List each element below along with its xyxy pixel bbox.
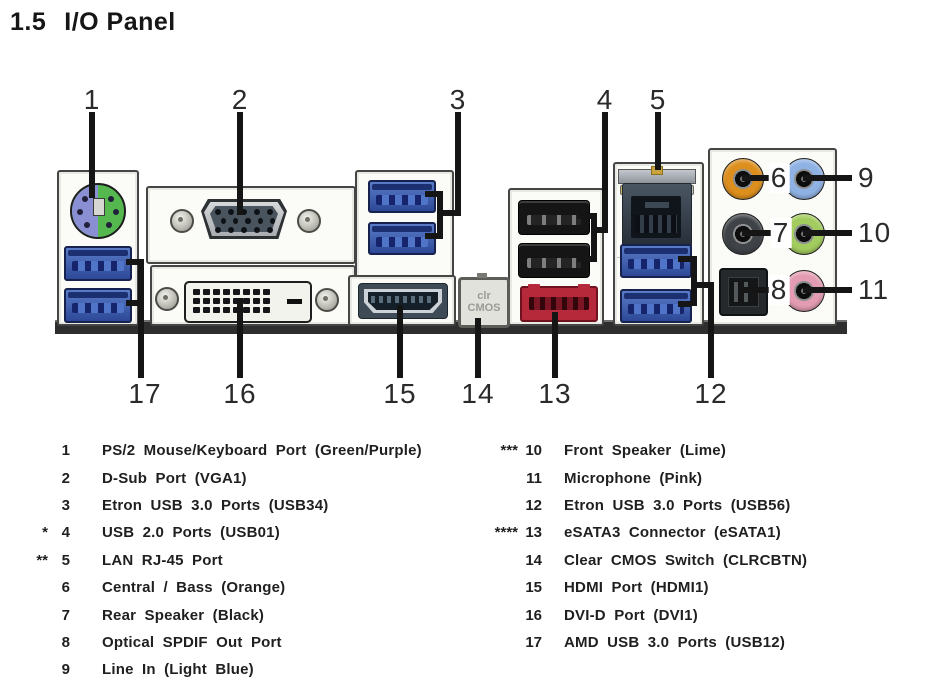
callout-line-5 [655, 112, 661, 170]
page-title: 1.5 I/O Panel [10, 8, 176, 37]
callout-line-10 [803, 230, 852, 236]
dvi-screw-left [155, 287, 179, 311]
callout-line-6 [742, 175, 776, 181]
callout-line-1 [89, 112, 95, 198]
callout-line-3-stub-a [425, 191, 439, 197]
callout-line-3-stub-b [425, 233, 439, 239]
ps2-port [70, 183, 126, 239]
callout-line-4-stub-a [577, 213, 591, 219]
callout-8: 8 [768, 274, 790, 305]
callout-line-3-bracket [437, 191, 443, 239]
callout-line-14 [475, 318, 481, 378]
callout-17: 17 [128, 378, 162, 409]
callout-2: 2 [231, 84, 249, 115]
callout-line-17-stub-b [126, 300, 138, 306]
callout-line-17 [138, 259, 144, 378]
callout-5: 5 [649, 84, 667, 115]
hdmi-port [358, 283, 448, 319]
callout-4: 4 [596, 84, 614, 115]
callout-line-17-stub-a [126, 259, 138, 265]
callout-9: 9 [858, 162, 875, 193]
clr-cmos-label-line2: CMOS [467, 301, 501, 314]
usb3-port-usb34-b [368, 222, 436, 255]
callout-line-3 [455, 112, 461, 216]
callout-14: 14 [461, 378, 495, 409]
usb3-port-usb12-b [64, 288, 132, 323]
ps2-key-slot [93, 198, 105, 216]
callout-1: 1 [83, 84, 101, 115]
callout-13: 13 [538, 378, 572, 409]
dvi-screw-right [315, 288, 339, 312]
callout-7: 7 [770, 217, 792, 248]
callout-line-11 [803, 287, 852, 293]
callout-line-4-stub-b [577, 256, 591, 262]
section-title: I/O Panel [64, 8, 176, 36]
callout-line-12-stub-b [678, 301, 691, 307]
callout-12: 12 [694, 378, 728, 409]
callout-line-4 [602, 112, 608, 233]
callout-line-16 [237, 298, 243, 378]
section-number: 1.5 [10, 8, 47, 36]
callout-3: 3 [449, 84, 467, 115]
dvi-port [184, 281, 312, 323]
callout-line-12-elbow [691, 282, 714, 288]
callout-line-12 [708, 282, 714, 378]
vga-port [201, 199, 287, 239]
callout-line-3-elbow [437, 210, 461, 216]
usb3-port-usb56-b [620, 289, 692, 323]
usb3-port-usb12-a [64, 246, 132, 281]
callout-16: 16 [223, 378, 257, 409]
dvi-blade-slot [287, 299, 302, 304]
callout-line-9 [803, 175, 852, 181]
callout-15: 15 [383, 378, 417, 409]
callout-line-12-stub-a [678, 256, 691, 262]
lan-rj45-port [622, 183, 692, 248]
callout-10: 10 [858, 217, 892, 248]
callout-line-13 [552, 312, 558, 378]
vga-screw-right [297, 209, 321, 233]
vga-pin-grid [213, 206, 276, 233]
callout-line-12-bracket [691, 256, 697, 306]
vga-screw-left [170, 209, 194, 233]
callout-11: 11 [858, 274, 890, 305]
usb3-port-usb34-a [368, 180, 436, 213]
callout-line-8 [741, 287, 776, 293]
callout-line-2 [237, 112, 243, 215]
callout-line-15 [397, 305, 403, 378]
callout-6: 6 [768, 162, 790, 193]
clear-cmos-button: clr CMOS [458, 273, 510, 328]
callout-line-4-bracket [591, 213, 597, 262]
callout-line-7 [742, 230, 776, 236]
dvi-pin-grid [193, 286, 270, 313]
clr-cmos-label-line1: clr [477, 289, 491, 302]
callout-line-4-elbow [591, 227, 608, 233]
usb3-port-usb56-a [620, 244, 692, 278]
esata-connector [520, 284, 598, 322]
